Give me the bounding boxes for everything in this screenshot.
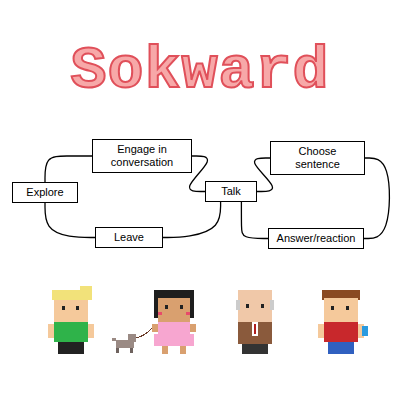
arm [318, 324, 324, 338]
dog-head [128, 334, 136, 342]
flow-connector [241, 202, 268, 239]
head [54, 300, 88, 322]
old-man-character [236, 290, 274, 354]
game-title: Sokward [0, 36, 400, 106]
dog-tail [112, 338, 116, 341]
eye [76, 306, 79, 310]
box-label: Engage in conversation [97, 143, 187, 169]
eye [261, 304, 264, 308]
tie [254, 324, 256, 334]
eye [62, 306, 65, 310]
process-box: Talk [205, 181, 257, 202]
arm [48, 324, 54, 338]
eye [180, 305, 183, 309]
pants [242, 344, 268, 354]
leg [180, 346, 186, 354]
dog [112, 328, 152, 353]
leash [136, 328, 152, 338]
pants [58, 342, 84, 354]
shirt [252, 322, 258, 336]
dress [158, 322, 190, 334]
shirt [324, 322, 358, 342]
process-box: Explore [12, 182, 78, 203]
cheek [186, 312, 190, 315]
box-label: Leave [100, 231, 158, 244]
process-box: Leave [95, 227, 163, 248]
head [158, 298, 190, 322]
eye [246, 304, 249, 308]
box-label: Choose sentence [275, 145, 360, 171]
jacket [238, 322, 272, 344]
hair [80, 286, 92, 292]
eye [346, 306, 349, 310]
boy-character [318, 290, 368, 354]
process-box: Engage in conversation [92, 139, 192, 173]
box-label: Explore [17, 186, 73, 199]
girl-character [152, 290, 196, 354]
cheek [158, 312, 162, 315]
box-label: Talk [210, 185, 252, 198]
process-box: Answer/reaction [268, 228, 364, 249]
eye [331, 306, 334, 310]
arm [88, 324, 94, 338]
head [238, 290, 272, 322]
leg [162, 346, 168, 354]
arm [152, 324, 158, 332]
dress [154, 334, 194, 346]
shirt [54, 322, 88, 342]
flow-connector [45, 203, 95, 238]
head [324, 298, 358, 322]
eye [165, 305, 168, 309]
arm [190, 324, 196, 332]
blonde-character [48, 286, 94, 354]
flow-connector [364, 158, 389, 239]
hair [270, 300, 274, 310]
flow-connector [45, 156, 92, 182]
box-label: Answer/reaction [273, 232, 359, 245]
dog-leg [130, 348, 133, 353]
dog-leg [116, 348, 119, 353]
pants [328, 342, 354, 354]
process-box: Choose sentence [270, 141, 365, 175]
hair [236, 300, 240, 310]
flow-connector [163, 202, 221, 238]
phone [362, 326, 368, 336]
